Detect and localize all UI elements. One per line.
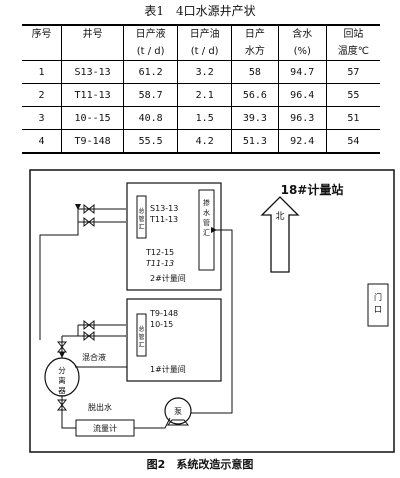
- valve-icon: [56, 203, 95, 411]
- table-cell: 57: [325, 60, 380, 84]
- room-1-manifold-label: 汇: [138, 341, 144, 349]
- table-cell: 2: [22, 83, 62, 107]
- table-cell: 4: [22, 129, 62, 154]
- table-cell: 40.8: [123, 106, 178, 130]
- header-cell: 日产液: [123, 24, 178, 43]
- room-2-mixer-label: 管: [203, 218, 210, 227]
- table-cell: 58.7: [123, 83, 178, 107]
- table-cell: 54: [325, 129, 380, 154]
- flowmeter-box: [75, 419, 135, 437]
- table-cell: 61.2: [123, 60, 178, 84]
- table-cell: 10--15: [61, 106, 124, 130]
- room-2-well-label: T11-13: [149, 215, 178, 224]
- table-cell: 1.5: [177, 106, 232, 130]
- room-1-manifold-label: 管: [138, 333, 144, 341]
- header-cell: 日产: [231, 24, 279, 43]
- table-row: 3 10--15 40.8 1.5 39.3 96.3 51: [22, 106, 380, 130]
- mixed-liquid-label: 混合液: [82, 352, 106, 362]
- header-cell: 回站: [325, 24, 380, 43]
- room-2-label: 2#计量间: [150, 273, 186, 283]
- room-1-box: [126, 298, 222, 382]
- table-cell: T11-13: [61, 83, 124, 107]
- room-1-well-label: 10-15: [150, 320, 173, 329]
- table-row: 4 T9-148 55.5 4.2 51.3 92.4 54: [22, 129, 380, 154]
- table-cell: 51: [325, 106, 380, 130]
- diagram-caption: 图2 系统改造示意图: [147, 457, 254, 471]
- room-1-label: 1#计量间: [150, 364, 186, 374]
- header-cell: 含水: [277, 24, 327, 43]
- header-cell: 序号: [22, 24, 62, 43]
- table-cell: 96.3: [277, 106, 327, 130]
- room-1-well-label: T9-148: [149, 309, 178, 318]
- room-2-manifold-label: 总: [138, 207, 144, 215]
- flowmeter-label: 流量计: [93, 423, 117, 433]
- separator-vessel: [44, 357, 80, 397]
- table-cell: 3: [22, 106, 62, 130]
- pump-icon: [164, 397, 192, 425]
- pump-label: 泵: [174, 407, 182, 416]
- room-2-manifold: [136, 195, 147, 239]
- table-caption: 表1 4口水源井产状: [144, 4, 256, 18]
- north-arrow-icon: [260, 196, 300, 273]
- table-cell: 3.2: [177, 60, 232, 84]
- room-2-mixer-label: 掺: [203, 198, 210, 207]
- table-cell: 92.4: [277, 129, 327, 154]
- table-cell: S13-13: [61, 60, 124, 84]
- table-cell: 2.1: [177, 83, 232, 107]
- table-cell: 4.2: [177, 129, 232, 154]
- table-cell: 58: [231, 60, 279, 84]
- water-out-label: 脱出水: [88, 402, 112, 412]
- room-2-well-label: S13-13: [150, 204, 178, 213]
- station-title: 18#计量站: [281, 182, 344, 197]
- room-2-well-label: T11-13: [146, 259, 174, 268]
- separator-label: 离: [58, 375, 66, 385]
- table-header-row-top: 序号 井号 日产液 日产油 日产 含水 回站: [22, 24, 380, 43]
- table-cell: 55.5: [123, 129, 178, 154]
- room-1-manifold-label: 总: [138, 325, 144, 333]
- table-cell: 96.4: [277, 83, 327, 107]
- table-cell: 51.3: [231, 129, 279, 154]
- header-cell: 日产油: [177, 24, 232, 43]
- pump-base: [166, 419, 190, 426]
- door: [367, 283, 389, 327]
- north-label: 北: [275, 211, 284, 222]
- separator-label: 分: [58, 366, 66, 375]
- well-production-table: 序号 井号 日产液 日产油 日产 含水 回站 (t / d) (t / d) 水…: [22, 24, 380, 154]
- table-cell: 56.6: [231, 83, 279, 107]
- header-cell: 井号: [61, 24, 124, 43]
- table-cell: 55: [325, 83, 380, 107]
- room-2-manifold-label: 管: [138, 215, 144, 223]
- table-cell: 39.3: [231, 106, 279, 130]
- table-cell: 1: [22, 60, 62, 84]
- room-2-mixer-label: 水: [203, 208, 210, 217]
- room-2-mixer-label: 汇: [203, 229, 210, 237]
- table-row: 2 T11-13 58.7 2.1 56.6 96.4 55: [22, 83, 380, 107]
- piping: [39, 204, 233, 429]
- door-label: 门: [374, 292, 382, 302]
- room-2-box: [126, 182, 222, 291]
- table-cell: 94.7: [277, 60, 327, 84]
- room-2-manifold-label: 汇: [138, 223, 144, 231]
- room-1-manifold: [136, 313, 147, 357]
- table-cell: T9-148: [61, 129, 124, 154]
- room-2-well-label: T12-15: [145, 248, 174, 257]
- station-boundary: [29, 169, 395, 453]
- door-label: 口: [374, 305, 382, 314]
- table-row: 1 S13-13 61.2 3.2 58 94.7 57: [22, 60, 380, 84]
- separator-label: 器: [58, 386, 66, 395]
